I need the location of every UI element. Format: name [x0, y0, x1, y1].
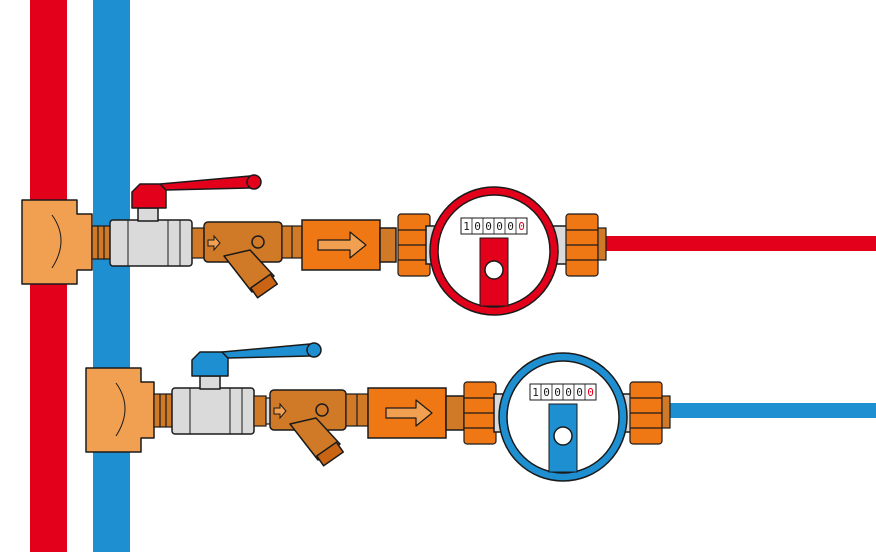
hot-meter-digit: 0 [485, 220, 492, 233]
hot-y-strainer [203, 221, 283, 299]
hot-flow-arrow-icon [317, 231, 367, 259]
cold-meter-digit: 0 [576, 386, 583, 399]
cold-meter-digit: 0 [543, 386, 550, 399]
cold-water-line: 1 0 0 0 0 0 [85, 342, 876, 482]
cold-meter-inlet-nut [463, 381, 497, 445]
hot-meter-digit-last: 0 [518, 220, 525, 233]
cold-nipple [153, 393, 173, 428]
hot-union-1 [191, 227, 205, 259]
hot-union-2 [281, 225, 303, 259]
hot-meter-digit: 0 [474, 220, 481, 233]
cold-strainer-arrow-icon [273, 402, 287, 420]
cold-tee-fitting [85, 367, 155, 453]
cold-riser-pipe [93, 0, 130, 552]
hot-meter-digit: 1 [463, 220, 470, 233]
hot-nipple [91, 225, 111, 260]
cold-outlet-pipe [666, 403, 876, 418]
cold-water-meter [493, 352, 637, 482]
hot-strainer-arrow-icon [207, 234, 221, 252]
cold-meter-counter: 1 0 0 0 0 0 [532, 386, 594, 399]
hot-water-meter [425, 186, 575, 316]
cold-flow-arrow-icon [385, 399, 433, 427]
cold-meter-digit-last: 0 [587, 386, 594, 399]
hot-meter-digit: 0 [507, 220, 514, 233]
hot-tee-fitting [21, 199, 93, 285]
cold-meter-digit: 0 [554, 386, 561, 399]
cold-meter-digit: 0 [565, 386, 572, 399]
cold-union-2 [345, 393, 369, 427]
hot-water-line: 1 0 0 0 0 0 [21, 174, 876, 316]
hot-meter-outlet-nut [565, 213, 607, 277]
hot-outlet-pipe [600, 236, 876, 251]
cold-meter-outlet-nut [629, 381, 671, 445]
hot-meter-digit: 0 [496, 220, 503, 233]
cold-ball-valve [171, 375, 255, 435]
hot-meter-inlet-nut [397, 213, 431, 277]
hot-valve-handle[interactable] [131, 174, 262, 209]
cold-meter-digit: 1 [532, 386, 539, 399]
cold-y-strainer [269, 389, 347, 467]
hot-meter-counter: 1 0 0 0 0 0 [463, 220, 525, 233]
cold-valve-handle[interactable] [191, 342, 322, 377]
